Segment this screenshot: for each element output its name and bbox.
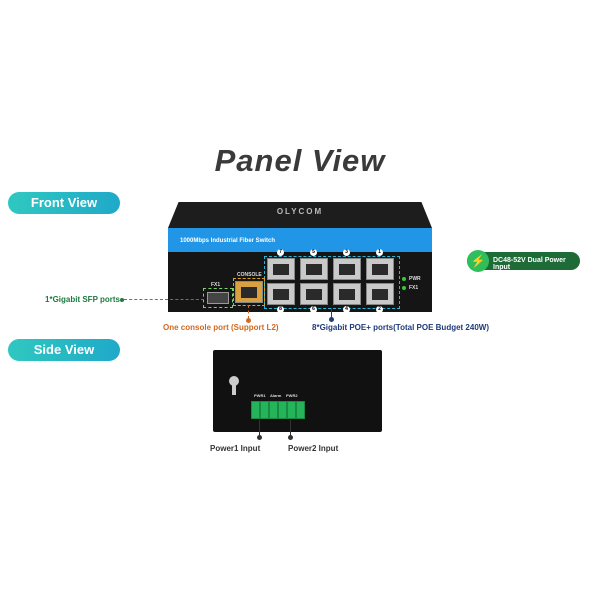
poe-port xyxy=(333,258,361,280)
sfp-callout: 1*Gigabit SFP ports xyxy=(45,295,120,304)
sfp-port xyxy=(207,292,229,304)
console-callout: One console port (Support L2) xyxy=(163,323,279,332)
power1-callout: Power1 Input xyxy=(210,444,261,453)
console-port xyxy=(235,281,263,303)
poe-port xyxy=(333,283,361,305)
alarm-label: Alarm xyxy=(270,393,282,398)
port-number: 8 xyxy=(277,306,284,313)
port-number: 7 xyxy=(277,249,284,256)
pwr-led xyxy=(402,277,406,281)
console-text: CONSOLE xyxy=(237,272,262,278)
ground-lug-tail xyxy=(232,385,236,395)
power2-dot xyxy=(288,435,293,440)
console-dot xyxy=(246,318,251,323)
model-text: 1000Mbps Industrial Fiber Switch xyxy=(180,238,276,244)
poe-port xyxy=(300,283,328,305)
power-callout: DC48-52V Dual Power Input xyxy=(493,257,566,271)
power2-leader xyxy=(290,420,291,436)
poe-port xyxy=(366,283,394,305)
port-number: 1 xyxy=(376,249,383,256)
console-leader xyxy=(248,305,249,319)
page-title: Panel View xyxy=(214,143,386,178)
poe-port xyxy=(300,258,328,280)
terminal-block xyxy=(251,401,305,419)
sfp-leader xyxy=(124,299,204,300)
ground-lug xyxy=(229,376,239,386)
switch-top xyxy=(168,202,432,228)
pwr1-label: PWR1 xyxy=(254,393,266,398)
sfp-dot xyxy=(120,298,124,302)
poe-leader xyxy=(331,308,332,318)
console-outline xyxy=(233,278,265,306)
switch-band xyxy=(168,228,432,252)
poe-callout: 8*Gigabit POE+ ports(Total POE Budget 24… xyxy=(312,323,489,332)
port-number: 4 xyxy=(343,306,350,313)
pwr-led-label: PWR xyxy=(409,276,421,282)
port-number: 3 xyxy=(343,249,350,256)
sfp-outline xyxy=(203,288,233,308)
fx1-led-label: FX1 xyxy=(409,285,419,291)
port-number: 6 xyxy=(310,306,317,313)
brand-logo: OLYCOM xyxy=(276,207,324,216)
power1-leader xyxy=(259,420,260,436)
poe-port xyxy=(267,283,295,305)
poe-port xyxy=(267,258,295,280)
poe-port xyxy=(366,258,394,280)
poe-dot xyxy=(329,317,334,322)
power1-dot xyxy=(257,435,262,440)
lightning-icon: ⚡ xyxy=(467,250,489,272)
power2-callout: Power2 Input xyxy=(288,444,339,453)
pwr2-label: PWR2 xyxy=(286,393,298,398)
front-view-pill: Front View xyxy=(8,192,120,214)
switch-side xyxy=(213,350,382,432)
fx1-led xyxy=(402,286,406,290)
port-number: 2 xyxy=(376,306,383,313)
side-view-pill: Side View xyxy=(8,339,120,361)
power-badge: ⚡ DC48-52V Dual Power Input xyxy=(467,250,580,272)
sfp-text: FX1 xyxy=(211,282,221,288)
port-number: 5 xyxy=(310,249,317,256)
